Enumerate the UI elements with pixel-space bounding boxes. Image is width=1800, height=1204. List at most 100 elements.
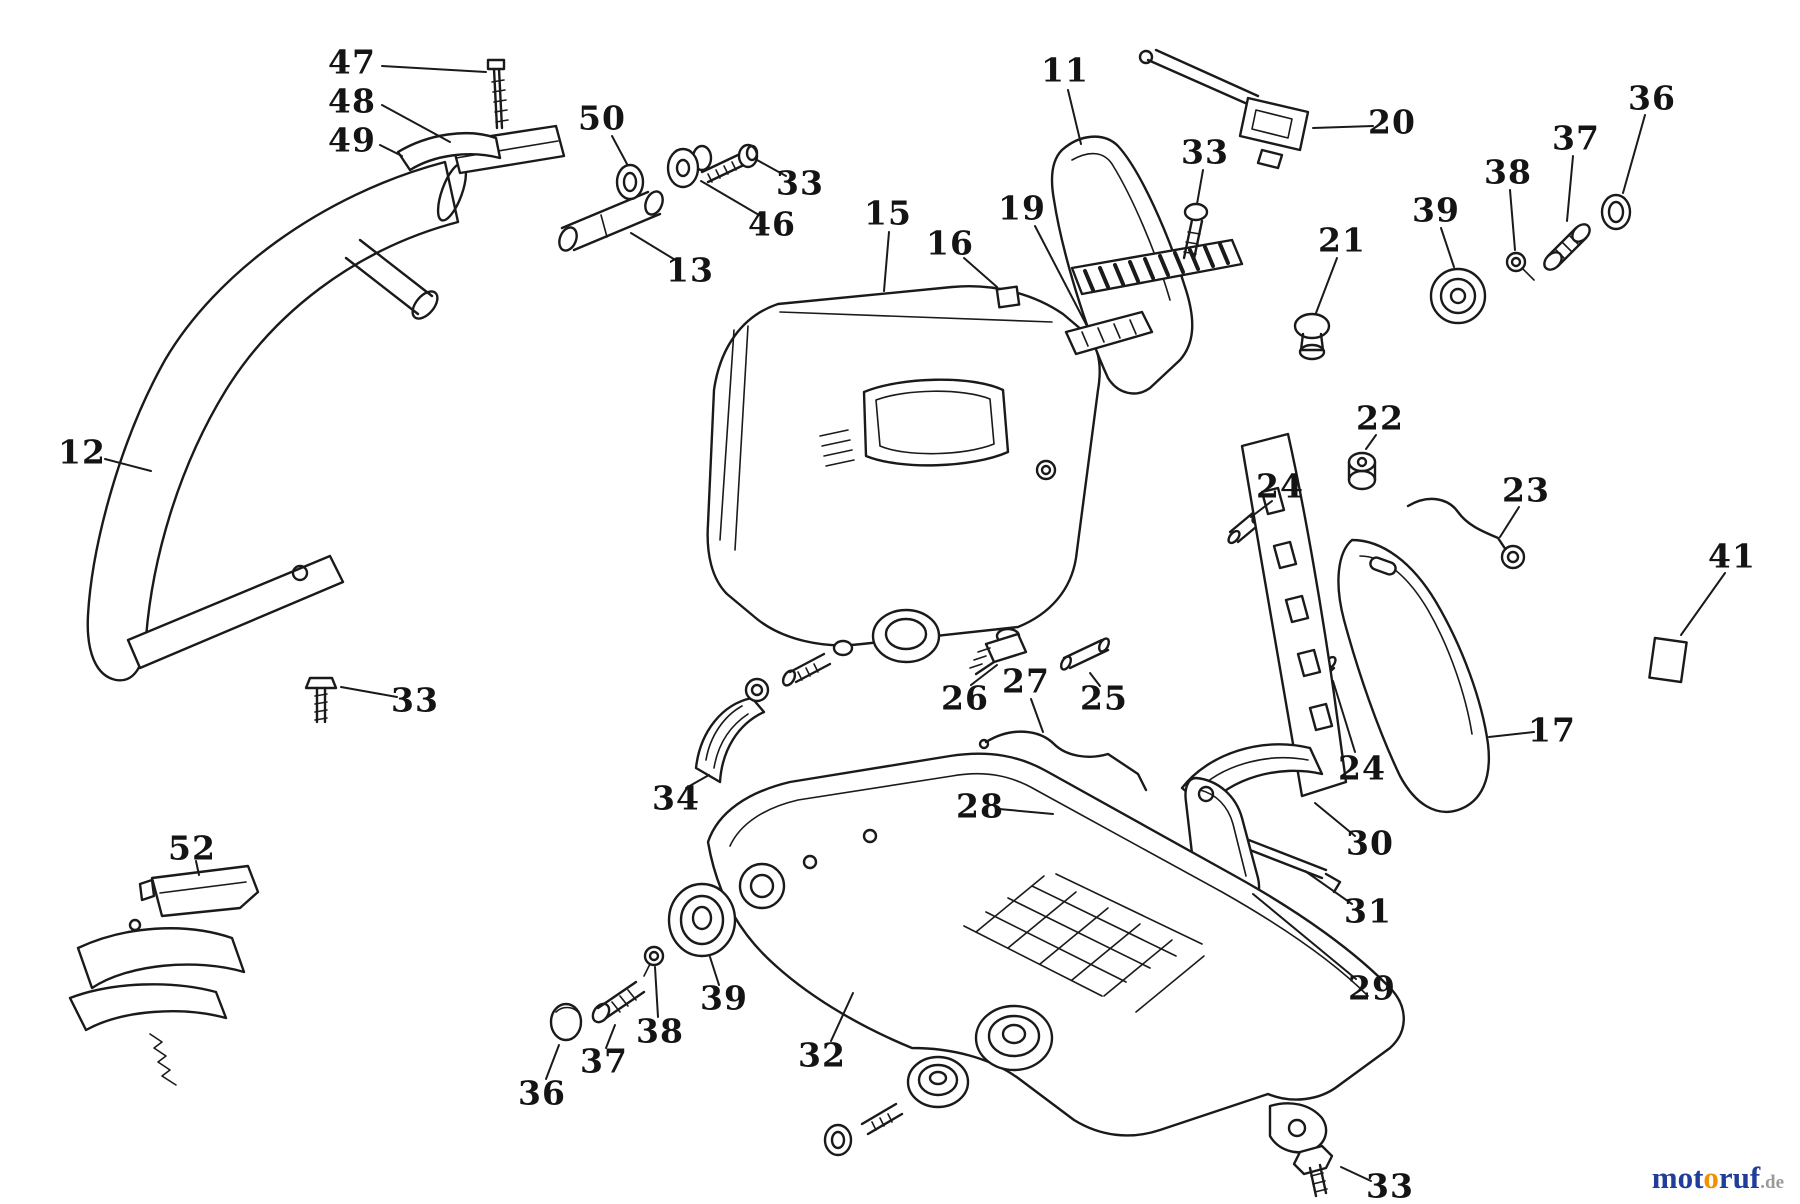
part-41-decal-drawing [1648, 636, 1688, 684]
part-label-30: 30 [1346, 823, 1394, 863]
leader-line-33 [756, 159, 787, 177]
small-hardware-mid-drawing [744, 639, 854, 703]
leader-line-31 [1304, 870, 1353, 905]
part-26-plug-drawing [969, 627, 1028, 676]
part-label-48: 48 [328, 81, 376, 121]
leader-line-46 [700, 180, 760, 216]
part-label-36: 36 [1628, 78, 1676, 118]
part-52-assembly-drawing [68, 864, 260, 1086]
part-label-22: 22 [1356, 398, 1404, 438]
part-47-bolt-drawing [486, 58, 509, 130]
part-27-link-wire-drawing [978, 730, 1148, 792]
part-label-37: 37 [1552, 118, 1600, 158]
watermark-text: o [1703, 1160, 1719, 1195]
part-label-33: 33 [1366, 1166, 1414, 1204]
leader-lines [104, 65, 1726, 1182]
part-label-28: 28 [956, 786, 1004, 826]
part-label-26: 26 [941, 678, 989, 718]
leader-line-15 [883, 231, 890, 292]
part-label-50: 50 [578, 98, 626, 138]
part-label-15: 15 [864, 193, 912, 233]
leader-line-27 [1030, 698, 1044, 733]
part-label-32: 32 [798, 1035, 846, 1075]
part-label-33: 33 [391, 680, 439, 720]
part-label-24: 24 [1256, 466, 1304, 506]
leader-line-37 [605, 1024, 616, 1049]
watermark-logo: motoruf.de [1652, 1160, 1784, 1196]
leader-line-28 [998, 808, 1054, 815]
part-16-plate-drawing [995, 285, 1021, 309]
leader-line-21 [1315, 257, 1338, 314]
watermark-text: ruf [1718, 1160, 1761, 1195]
part-39-grommet-right-drawing [1429, 267, 1487, 325]
part-label-25: 25 [1080, 678, 1128, 718]
leader-line-26 [970, 664, 998, 686]
watermark-text: .de [1760, 1172, 1784, 1193]
part-label-52: 52 [168, 828, 216, 868]
part-17-rear-handle-drawing [1337, 538, 1490, 813]
part-33-bolt-handle-drawing [304, 676, 338, 724]
part-label-31: 31 [1344, 891, 1392, 931]
leader-line-36 [1622, 114, 1646, 194]
leader-line-24 [1332, 680, 1356, 753]
part-37-bolt-right-drawing [1543, 223, 1591, 271]
leader-line-30 [1314, 802, 1356, 837]
leader-line-41 [1680, 572, 1726, 636]
part-label-47: 47 [328, 42, 376, 82]
rear-bracket-drawing [1240, 432, 1348, 798]
leader-line-29 [1252, 893, 1357, 980]
part-38-pin-right-drawing [1505, 251, 1535, 281]
part-20-throttle-rod-drawing [1138, 48, 1310, 170]
part-label-21: 21 [1318, 220, 1366, 260]
leader-line-49 [379, 144, 403, 157]
leader-line-16 [963, 257, 998, 288]
part-label-46: 46 [748, 204, 796, 244]
part-label-19: 19 [998, 188, 1046, 228]
leader-line-38 [1509, 189, 1516, 251]
part-label-29: 29 [1348, 968, 1396, 1008]
part-label-16: 16 [926, 223, 974, 263]
part-23-choke-rod-drawing [1406, 497, 1526, 570]
part-label-39: 39 [700, 978, 748, 1018]
part-label-49: 49 [328, 120, 376, 160]
part-36-cap-left-drawing [549, 1002, 583, 1042]
part-37-bolt-left-drawing [591, 980, 646, 1024]
leader-line-50 [611, 135, 628, 165]
leader-line-33 [340, 686, 398, 698]
leader-line-23 [1499, 506, 1520, 538]
part-label-36: 36 [518, 1073, 566, 1113]
part-label-23: 23 [1502, 470, 1550, 510]
part-50-ring-drawing [615, 163, 645, 201]
leader-line-17 [1488, 731, 1535, 738]
leader-line-37 [1566, 155, 1574, 222]
bottom-hardware-cluster-drawing [823, 1055, 970, 1157]
part-36-cap-right-drawing [1600, 193, 1632, 231]
part-46-washer-drawing [666, 144, 713, 189]
part-label-12: 12 [58, 432, 106, 472]
leader-line-39 [1440, 227, 1455, 268]
leader-line-39 [709, 956, 720, 986]
part-39-grommet-left-drawing [667, 882, 737, 958]
leader-line-36 [545, 1044, 560, 1080]
leader-line-11 [1067, 89, 1082, 145]
part-label-33: 33 [1181, 132, 1229, 172]
leader-line-32 [830, 992, 854, 1042]
part-19-lever-drawing [1064, 310, 1154, 356]
part-label-13: 13 [666, 250, 714, 290]
part-label-41: 41 [1708, 536, 1756, 576]
part-22-bushing-drawing [1347, 451, 1377, 491]
part-33-bolt-bottom-drawing [1292, 1144, 1334, 1198]
part-label-11: 11 [1041, 50, 1089, 90]
leader-line-22 [1365, 434, 1377, 450]
leader-line-24 [1250, 500, 1273, 518]
part-21-knob-drawing [1293, 312, 1331, 361]
part-label-20: 20 [1368, 102, 1416, 142]
leader-line-13 [630, 232, 678, 262]
leader-line-25 [1089, 672, 1101, 687]
leader-line-34 [685, 774, 710, 789]
leader-line-19 [1034, 225, 1088, 327]
leader-line-12 [104, 458, 152, 472]
leader-line-33 [1196, 169, 1204, 205]
part-label-37: 37 [580, 1041, 628, 1081]
